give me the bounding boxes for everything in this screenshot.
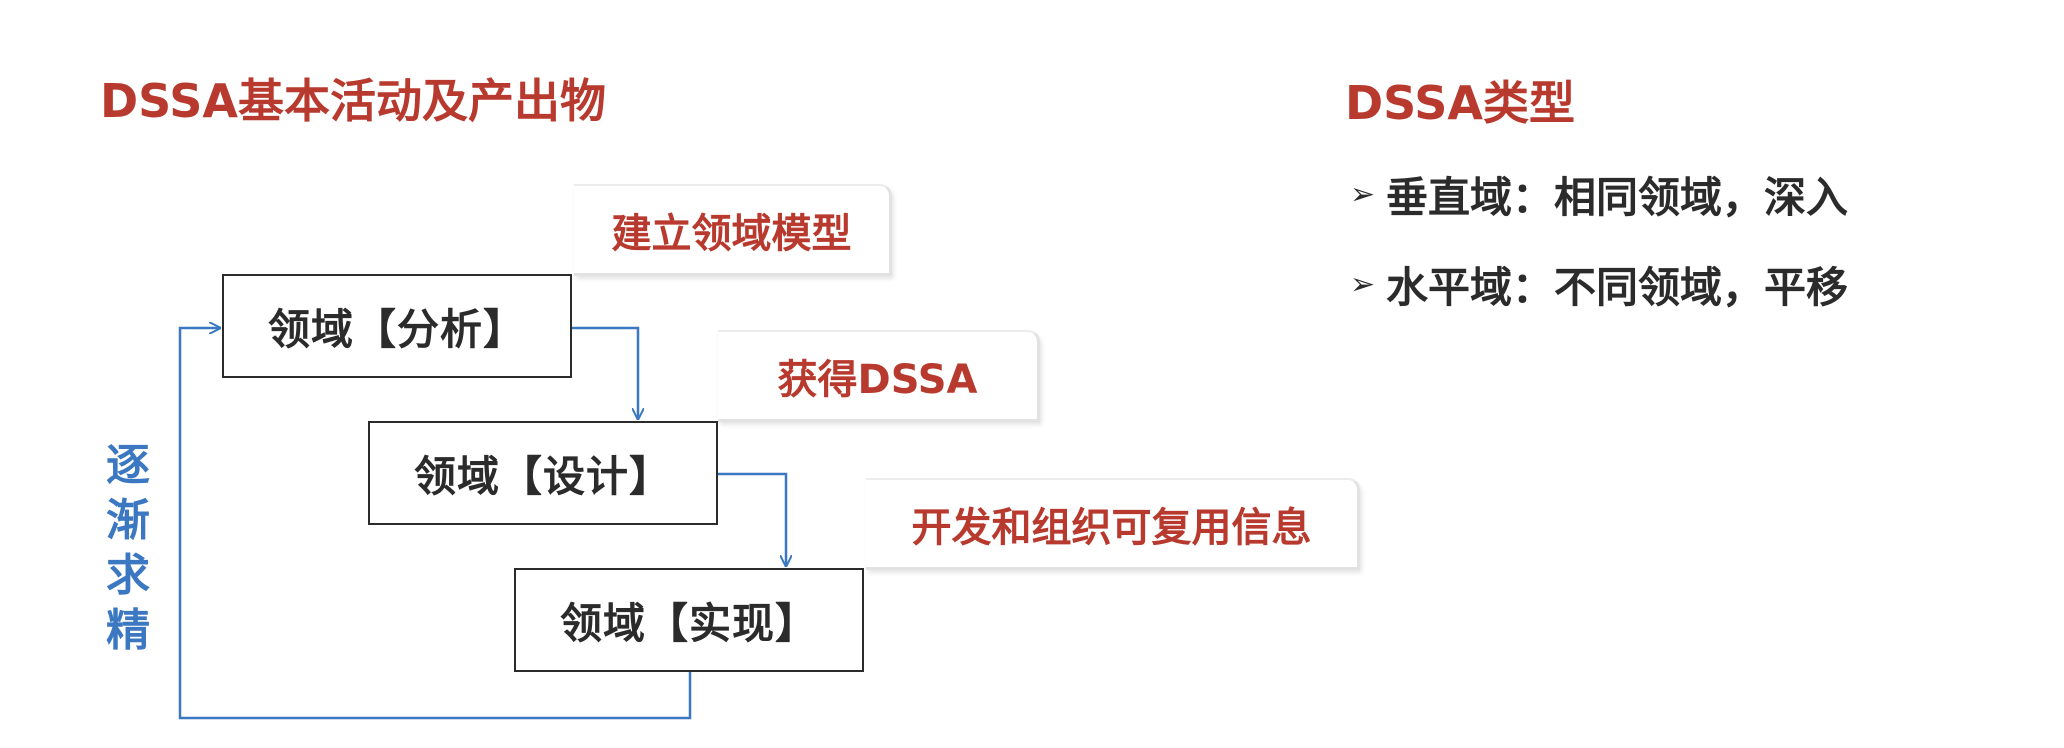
stage-domain-analysis: 领域【分析】 bbox=[222, 274, 572, 378]
type-item-text: 水平域：不同领域，平移 bbox=[1386, 262, 1849, 312]
stage-domain-implementation: 领域【实现】 bbox=[514, 568, 864, 672]
stage-domain-design: 领域【设计】 bbox=[368, 421, 718, 525]
feedback-label: 逐 渐 求 精 bbox=[98, 438, 158, 658]
flow-arrow-analysis-to-design bbox=[572, 326, 638, 419]
type-item-vertical: ➢ 垂直域：相同领域，深入 bbox=[1350, 166, 1848, 222]
type-item-text: 垂直域：相同领域，深入 bbox=[1386, 172, 1849, 222]
feedback-label-char: 求 bbox=[106, 550, 150, 601]
flow-arrow-design-to-impl bbox=[718, 472, 786, 566]
output-callout-reusable-info: 开发和组织可复用信息 bbox=[866, 478, 1360, 570]
feedback-label-char: 逐 bbox=[106, 440, 150, 491]
output-callout-domain-model: 建立领域模型 bbox=[574, 184, 892, 276]
type-item-horizontal: ➢ 水平域：不同领域，平移 bbox=[1350, 256, 1848, 312]
feedback-label-char: 精 bbox=[106, 605, 150, 656]
arrow-bullet-icon: ➢ bbox=[1350, 266, 1376, 302]
arrow-bullet-icon: ➢ bbox=[1350, 176, 1376, 212]
dssa-type-list: ➢ 垂直域：相同领域，深入 ➢ 水平域：不同领域，平移 bbox=[1350, 166, 1848, 346]
types-title: DSSA类型 bbox=[1345, 76, 1575, 130]
diagram-title: DSSA基本活动及产出物 bbox=[100, 74, 606, 128]
feedback-loop-arrow bbox=[178, 328, 692, 720]
output-callout-dssa: 获得DSSA bbox=[718, 330, 1040, 422]
feedback-label-char: 渐 bbox=[106, 495, 150, 546]
